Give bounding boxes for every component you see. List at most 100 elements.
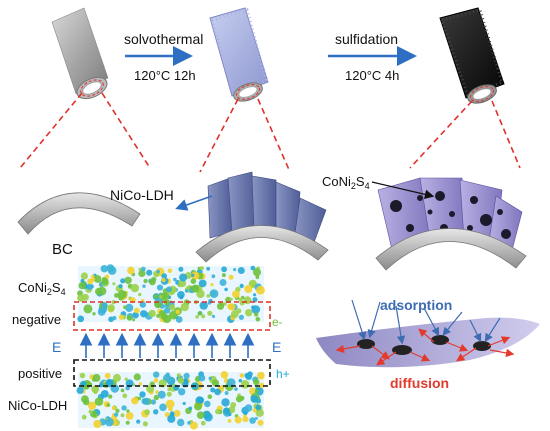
cluster-dot bbox=[167, 268, 173, 274]
cluster-dot bbox=[245, 309, 253, 317]
cluster-dot bbox=[165, 399, 175, 409]
cluster-dot bbox=[88, 409, 93, 414]
cluster-dot bbox=[228, 412, 232, 416]
cluster-dot bbox=[214, 388, 222, 396]
cluster-dot bbox=[138, 269, 146, 277]
cluster-dot bbox=[178, 388, 186, 396]
cluster-dot bbox=[197, 311, 202, 316]
cluster-dot bbox=[255, 275, 260, 280]
cluster-dot bbox=[81, 414, 87, 420]
cluster-dot bbox=[101, 277, 109, 285]
cluster-dot bbox=[249, 387, 257, 395]
cluster-dot bbox=[105, 417, 114, 427]
cluster-dot bbox=[183, 372, 190, 379]
sulfide-tube bbox=[439, 7, 505, 104]
electric-field-arrows bbox=[79, 332, 255, 358]
cluster-dot bbox=[253, 268, 261, 277]
cluster-dot bbox=[239, 373, 245, 378]
cluster-dot bbox=[113, 412, 119, 417]
cluster-dot bbox=[93, 275, 102, 283]
cluster-dot bbox=[189, 421, 198, 430]
cluster-dot bbox=[198, 279, 207, 288]
cluster-dot bbox=[107, 304, 115, 312]
cluster-dot bbox=[257, 419, 264, 426]
cluster-dot bbox=[220, 371, 229, 379]
cluster-dot bbox=[207, 310, 213, 316]
cluster-dot bbox=[117, 290, 127, 299]
cluster-dot bbox=[111, 300, 116, 305]
cluster-dot bbox=[142, 421, 148, 427]
cluster-dot bbox=[190, 271, 200, 280]
cluster-dot bbox=[112, 315, 117, 321]
cluster-dot bbox=[221, 398, 230, 407]
cluster-dot bbox=[138, 382, 143, 386]
cluster-dot bbox=[125, 412, 134, 420]
cluster-dot bbox=[233, 268, 237, 272]
cluster-dot bbox=[253, 378, 260, 386]
positive-label: positive bbox=[18, 366, 62, 381]
cluster-dot bbox=[127, 266, 135, 275]
cluster-dot bbox=[167, 387, 171, 391]
cluster-dot bbox=[178, 266, 184, 272]
ldh-arc bbox=[195, 171, 329, 263]
ldh-pointer bbox=[175, 195, 213, 211]
cluster-dot bbox=[228, 406, 236, 414]
cluster-dot bbox=[122, 393, 128, 399]
cluster-dot bbox=[238, 297, 243, 302]
cluster-dot bbox=[113, 373, 121, 382]
cluster-dot bbox=[252, 297, 258, 303]
cluster-dot bbox=[208, 376, 212, 380]
cluster-dot bbox=[175, 309, 180, 315]
cluster-dot bbox=[256, 285, 265, 295]
cluster-dot bbox=[232, 290, 240, 299]
cluster-dot bbox=[219, 385, 224, 390]
cluster-dot bbox=[182, 401, 186, 406]
cluster-dot bbox=[210, 283, 214, 287]
cluster-dot bbox=[156, 313, 161, 318]
cluster-dot bbox=[224, 287, 228, 292]
cluster-dot bbox=[244, 285, 253, 293]
cluster-dot bbox=[104, 372, 111, 379]
cluster-dot bbox=[137, 396, 142, 401]
electron-label: e- bbox=[272, 315, 283, 329]
cluster-dot bbox=[100, 265, 109, 273]
cluster-dot bbox=[228, 303, 236, 311]
cluster-dot bbox=[190, 278, 197, 285]
cluster-dot bbox=[168, 304, 176, 311]
cluster-dot bbox=[188, 406, 193, 411]
cluster-dot bbox=[77, 315, 85, 323]
cluster-dot bbox=[244, 404, 253, 412]
coni2s4-left-label: CoNi2S4 bbox=[18, 280, 66, 297]
cluster-dot bbox=[207, 394, 213, 400]
bare-tube bbox=[51, 7, 109, 100]
cluster-dot bbox=[143, 278, 148, 284]
nico-ldh-top-label: NiCo-LDH bbox=[110, 187, 174, 203]
cluster-dot bbox=[194, 402, 202, 411]
cluster-dot bbox=[183, 378, 189, 384]
cluster-dot bbox=[178, 279, 187, 288]
cluster-dot bbox=[76, 386, 84, 394]
cluster-dot bbox=[144, 409, 150, 415]
cluster-dot bbox=[101, 302, 108, 309]
cluster-dot bbox=[140, 310, 148, 318]
cluster-dot bbox=[196, 411, 205, 420]
cluster-dot bbox=[111, 405, 117, 411]
cluster-dot bbox=[166, 391, 172, 397]
cluster-dot bbox=[224, 391, 229, 395]
cluster-dot bbox=[132, 311, 139, 319]
hole-label: h+ bbox=[276, 367, 290, 381]
cluster-dot bbox=[257, 371, 265, 380]
cluster-dot bbox=[199, 266, 204, 271]
cluster-dot bbox=[118, 284, 123, 289]
cluster-dot bbox=[82, 398, 90, 406]
cluster-dot bbox=[121, 405, 127, 411]
cluster-dot bbox=[167, 414, 176, 423]
cluster-dot bbox=[255, 404, 262, 411]
cluster-dot bbox=[124, 377, 128, 381]
cluster-dot bbox=[173, 277, 177, 282]
cluster-dot bbox=[239, 283, 244, 289]
cluster-dot bbox=[138, 292, 142, 297]
cluster-dot bbox=[229, 297, 233, 301]
cluster-dot bbox=[179, 273, 188, 282]
cluster-dot bbox=[230, 402, 237, 408]
